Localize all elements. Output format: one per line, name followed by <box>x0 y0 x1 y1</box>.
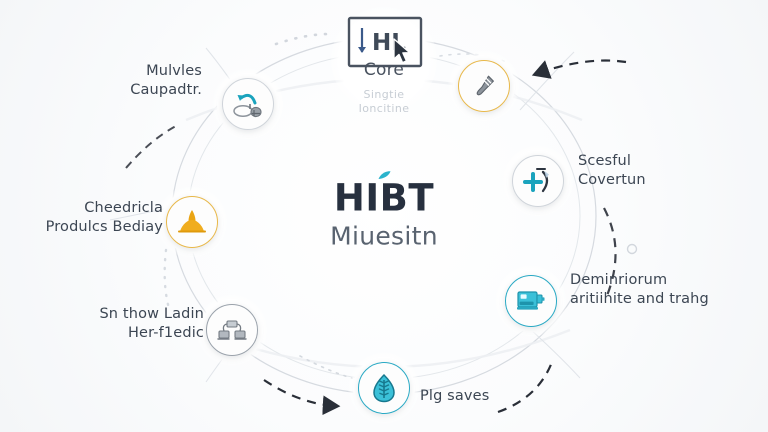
dotted-trail-topright <box>439 53 507 63</box>
dashed-arrow-bottomleft <box>263 379 341 416</box>
dashed-arrow-left <box>125 125 177 169</box>
rotate-arrow-icon <box>233 93 262 118</box>
label-conversion-line1: Scesful <box>578 153 632 169</box>
small-ring-marker <box>626 243 638 255</box>
brand-title: HIBT <box>333 171 435 220</box>
node-ring <box>458 60 510 112</box>
label-seed: Plg saves <box>420 387 489 406</box>
label-machine: Deminriorum aritiihite and trahg <box>570 271 709 310</box>
dashed-arrow-bottomright <box>497 361 554 414</box>
brand-title-text: HIBT <box>333 176 435 220</box>
node-pair[interactable] <box>206 304 258 356</box>
node-ring <box>222 78 274 130</box>
node-tool[interactable] <box>458 60 510 112</box>
paired-units-icon <box>217 320 247 340</box>
label-seed-line1: Plg saves <box>420 388 490 404</box>
dashed-arrow-topright <box>531 59 627 79</box>
node-ring <box>166 196 218 248</box>
label-machine-line1: Deminriorum <box>570 272 668 288</box>
label-harvest: Cheedricla Produlcs Bediay <box>46 199 163 238</box>
brand-subtitle: Miuesitn <box>330 221 438 251</box>
dotted-trail-topleft <box>274 32 332 46</box>
label-rotate: Mulvles Caupadtr. <box>130 62 202 101</box>
spoke-topright <box>519 51 575 111</box>
label-harvest-line2: Produlcs Bediay <box>45 219 163 236</box>
node-rotate[interactable] <box>222 78 274 130</box>
label-pair: Sn thow Ladin Her-f1edic <box>99 305 204 344</box>
leaf-accent-icon <box>378 171 391 179</box>
seed-egg-icon <box>373 373 395 403</box>
node-ring <box>512 155 564 207</box>
label-conversion-line2: Covertun <box>578 172 646 189</box>
core-subcaption-line1: Singtie <box>363 88 405 101</box>
label-harvest-line1: Cheedricla <box>84 200 163 216</box>
plus-circle-icon <box>523 168 549 193</box>
mouse-pointer-icon <box>393 38 411 64</box>
center-brand: HIBT Miuesitn <box>254 171 514 251</box>
node-ring <box>206 304 258 356</box>
node-seed[interactable] <box>358 362 410 414</box>
label-pair-line1: Sn thow Ladin <box>99 306 204 322</box>
label-rotate-line1: Mulvles <box>146 63 202 79</box>
harvest-cone-icon <box>178 210 206 233</box>
core-caption: Core <box>363 60 405 80</box>
hand-tool-icon <box>476 75 494 96</box>
node-ring <box>505 275 557 327</box>
label-conversion: Scesful Covertun <box>578 152 646 191</box>
node-harvest[interactable] <box>166 196 218 248</box>
dashed-arrow-right <box>603 207 617 299</box>
dotted-trail-left <box>163 248 172 314</box>
label-rotate-line2: Caupadtr. <box>130 82 202 99</box>
node-ring <box>358 362 410 414</box>
machine-icon <box>517 291 545 310</box>
label-machine-line2: aritiihite and trahg <box>570 291 709 308</box>
core-subcaption-line2: Ioncitine <box>358 102 410 115</box>
node-machine[interactable] <box>505 275 557 327</box>
label-pair-line2: Her-f1edic <box>127 325 204 342</box>
node-conversion[interactable] <box>512 155 564 207</box>
dotted-trail-bottomcenter <box>299 355 353 379</box>
